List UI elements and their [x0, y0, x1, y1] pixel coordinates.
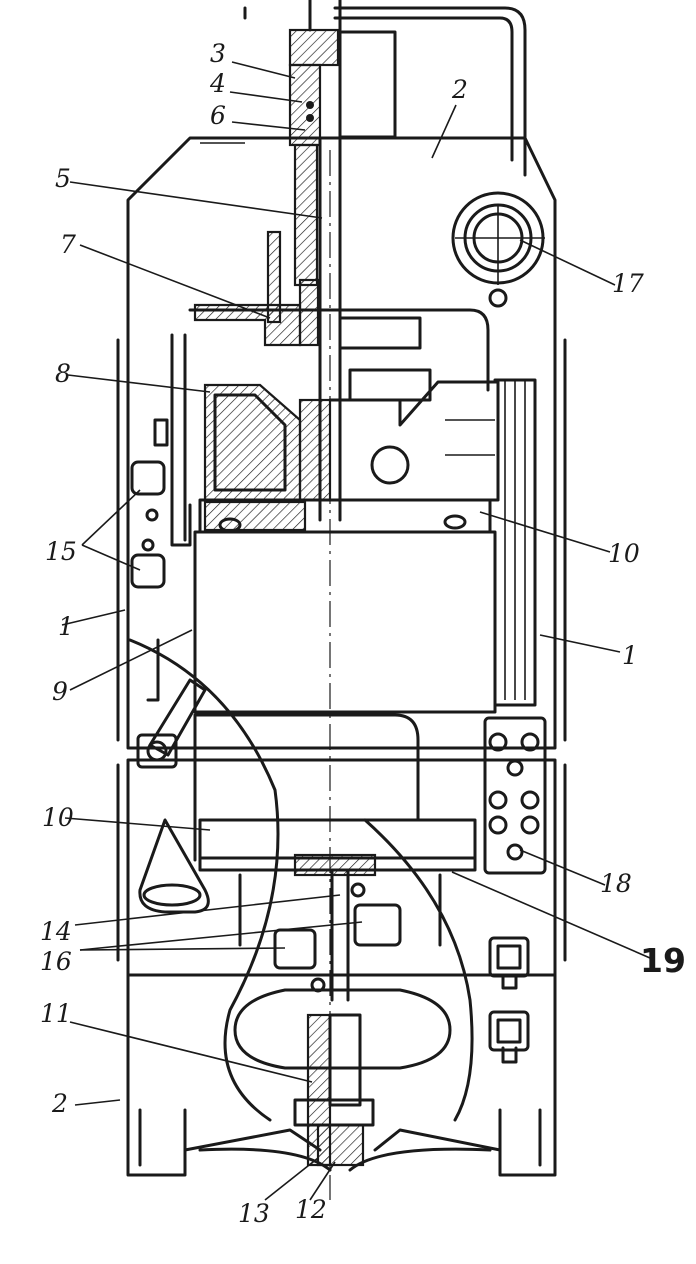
- upper-plate: [198, 498, 492, 534]
- callout-14: 14: [40, 917, 72, 946]
- callout-7: 7: [60, 230, 76, 259]
- cylinder-body: [193, 530, 497, 862]
- callout-11: 11: [40, 999, 72, 1028]
- callout-5: 5: [55, 164, 71, 193]
- lower-housing-frame: [116, 338, 567, 1177]
- callout-4: 4: [209, 69, 226, 98]
- left-side-rail: [130, 333, 192, 702]
- callout-9: 9: [52, 677, 68, 706]
- callout-3: 3: [210, 39, 226, 68]
- terminal-panel: [483, 716, 547, 875]
- callout-2-top: 2: [451, 75, 468, 104]
- callout-10-left: 10: [42, 803, 74, 832]
- leader-lines: [61, 61, 651, 1201]
- pressure-gauge: [451, 191, 545, 308]
- lower-plate: [198, 818, 477, 947]
- callout-17: 17: [612, 269, 644, 298]
- callout-10-right: 10: [608, 539, 640, 568]
- lower-stem: [273, 868, 402, 1002]
- callout-19: 19: [640, 941, 686, 980]
- cone-bracket: [138, 818, 210, 914]
- callout-labels: 3 4 6 5 7 8 2 17 15 1 9 10 1 10 14 16 11…: [40, 39, 686, 1228]
- external-pipe: [243, 6, 527, 177]
- upper-chamber: [188, 308, 537, 707]
- lever-handle: [136, 678, 207, 769]
- callout-1-right: 1: [622, 641, 638, 670]
- callout-1-left: 1: [58, 612, 74, 641]
- connector-lower: [488, 1010, 530, 1064]
- callout-12: 12: [295, 1195, 327, 1224]
- callout-13: 13: [238, 1199, 270, 1228]
- callout-8: 8: [55, 359, 71, 388]
- callout-2-bottom: 2: [51, 1089, 68, 1118]
- bottom-stem: [183, 1013, 502, 1172]
- callout-15: 15: [45, 537, 77, 566]
- callout-6: 6: [210, 101, 226, 130]
- callout-16: 16: [40, 947, 72, 976]
- connector-upper: [488, 936, 530, 990]
- lower-tank: [233, 988, 452, 1070]
- callout-18: 18: [600, 869, 632, 898]
